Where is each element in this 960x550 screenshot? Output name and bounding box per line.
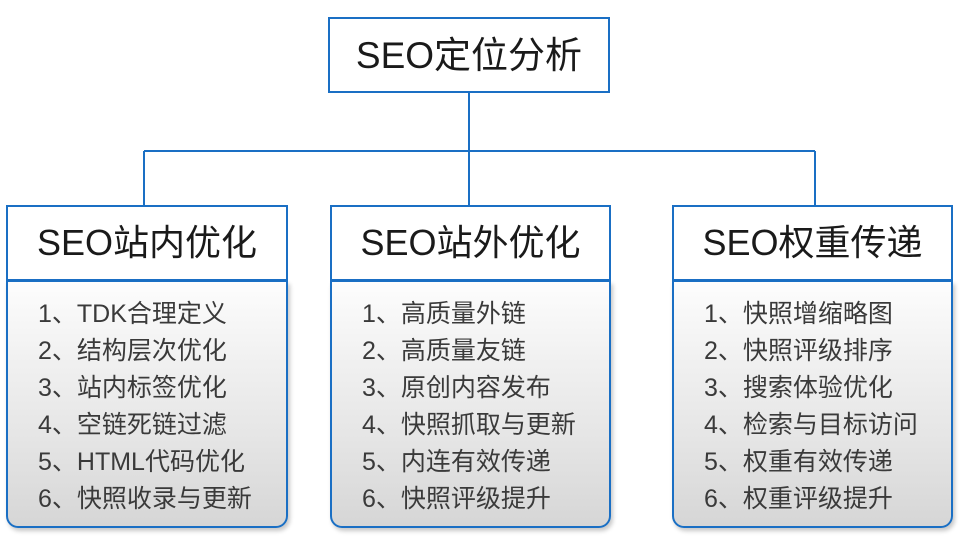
branch-list-2: 1、高质量外链 2、高质量友链 3、原创内容发布 4、快照抓取与更新 5、内连有…	[332, 296, 609, 518]
branch-header-label-2: SEO站外优化	[360, 222, 581, 263]
root-node-label: SEO定位分析	[355, 34, 583, 76]
list-item: 6、权重评级提升	[704, 485, 893, 513]
branch-body-3: 1、快照增缩略图 2、快照评级排序 3、搜索体验优化 4、检索与目标访问 5、权…	[672, 281, 953, 528]
branch-header-1[interactable]: SEO站内优化	[6, 205, 288, 281]
list-item: 5、HTML代码优化	[38, 448, 245, 476]
list-item: 6、快照评级提升	[362, 485, 551, 513]
branch-column-1: SEO站内优化 1、TDK合理定义 2、结构层次优化 3、站内标签优化 4、空链…	[6, 205, 288, 528]
list-item: 5、内连有效传递	[362, 448, 551, 476]
branch-body-1: 1、TDK合理定义 2、结构层次优化 3、站内标签优化 4、空链死链过滤 5、H…	[6, 281, 288, 528]
branch-list-3: 1、快照增缩略图 2、快照评级排序 3、搜索体验优化 4、检索与目标访问 5、权…	[674, 296, 951, 518]
list-item: 1、快照增缩略图	[704, 300, 893, 328]
list-item: 1、高质量外链	[362, 300, 526, 328]
branch-body-2: 1、高质量外链 2、高质量友链 3、原创内容发布 4、快照抓取与更新 5、内连有…	[330, 281, 611, 528]
list-item: 2、结构层次优化	[38, 337, 227, 365]
list-item: 2、快照评级排序	[704, 337, 893, 365]
branch-column-3: SEO权重传递 1、快照增缩略图 2、快照评级排序 3、搜索体验优化 4、检索与…	[672, 205, 953, 528]
list-item: 3、原创内容发布	[362, 374, 551, 402]
branch-header-label-1: SEO站内优化	[36, 222, 258, 263]
branch-column-2: SEO站外优化 1、高质量外链 2、高质量友链 3、原创内容发布 4、快照抓取与…	[330, 205, 611, 528]
list-item: 4、检索与目标访问	[704, 411, 918, 439]
branch-header-3[interactable]: SEO权重传递	[672, 205, 953, 281]
list-item: 6、快照收录与更新	[38, 485, 252, 513]
list-item: 1、TDK合理定义	[38, 300, 227, 328]
list-item: 3、搜索体验优化	[704, 374, 893, 402]
branch-header-label-3: SEO权重传递	[702, 222, 923, 263]
list-item: 3、站内标签优化	[38, 374, 227, 402]
list-item: 4、空链死链过滤	[38, 411, 227, 439]
list-item: 5、权重有效传递	[704, 448, 893, 476]
branch-list-1: 1、TDK合理定义 2、结构层次优化 3、站内标签优化 4、空链死链过滤 5、H…	[8, 296, 286, 518]
root-node[interactable]: SEO定位分析	[328, 17, 610, 93]
list-item: 4、快照抓取与更新	[362, 411, 576, 439]
list-item: 2、高质量友链	[362, 337, 526, 365]
branch-header-2[interactable]: SEO站外优化	[330, 205, 611, 281]
